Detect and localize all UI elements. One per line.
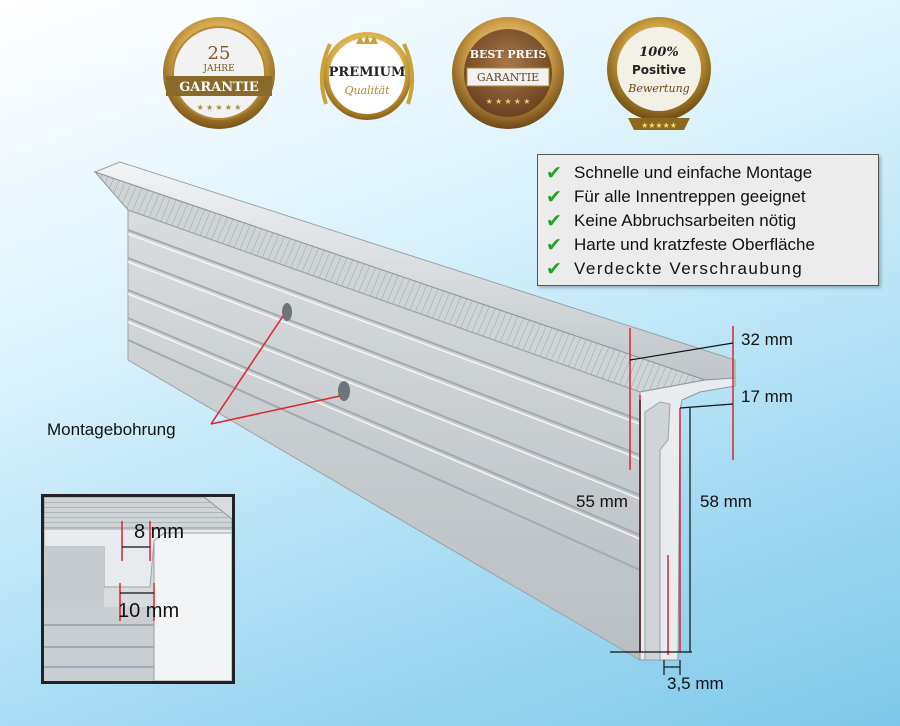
feature-item: ✔ Verdeckte Verschraubung [546,257,870,281]
badge-quality-text: Qualität [344,84,390,97]
check-icon: ✔ [546,258,562,280]
svg-text:★ ★ ★ ★ ★: ★ ★ ★ ★ ★ [486,97,531,106]
feature-text: Schnelle und einfache Montage [574,163,813,182]
svg-text:★ ★ ★ ★ ★: ★ ★ ★ ★ ★ [197,103,242,112]
badge-best-price-text: BEST PREIS [470,48,547,61]
badge-guarantee-text: GARANTIE [179,80,259,95]
mounting-hole-label: Montagebohrung [47,420,176,439]
mounting-hole-2 [338,381,350,401]
positive-rating-badge: 100% Positive Bewertung ★★★★★ [600,14,718,138]
badge-guarantee-text-2: GARANTIE [477,71,539,84]
badge-years-label: JAHRE [202,64,234,74]
dimension-58mm: 58 mm [700,492,752,511]
dimension-10mm: 10 mm [118,600,180,622]
dimension-3-5mm: 3,5 mm [667,674,724,693]
badge-positive-text: Positive [632,63,686,77]
inset-drawing [44,497,232,681]
features-box: ✔ Schnelle und einfache Montage ✔ Für alle… [537,154,879,286]
measure-lines [610,342,734,675]
crown-icon [356,34,378,44]
check-icon: ✔ [546,234,562,256]
badge-years: 25 [208,43,231,64]
badge-percent-text: 100% [639,45,679,60]
best-price-badge: BEST PREIS GARANTIE ★ ★ ★ ★ ★ [449,14,567,132]
feature-item: ✔ Für alle Innentreppen geeignet [546,185,870,209]
check-icon: ✔ [546,162,562,184]
mounting-hole-1 [282,303,292,321]
feature-text: Harte und kratzfeste Oberfläche [574,235,815,254]
dimension-55mm: 55 mm [576,492,628,511]
dimension-8mm: 8 mm [134,521,184,543]
dimension-32mm: 32 mm [741,330,793,349]
feature-item: ✔ Schnelle und einfache Montage [546,161,870,185]
dimension-17mm: 17 mm [741,387,793,406]
feature-text: Für alle Innentreppen geeignet [574,187,806,206]
guarantee-badge: 25 JAHRE GARANTIE ★ ★ ★ ★ ★ [160,14,278,132]
detail-inset: 8 mm 10 mm [41,494,235,684]
mounting-leader-lines [210,315,341,425]
check-icon: ✔ [546,186,562,208]
check-icon: ✔ [546,210,562,232]
feature-text: Verdeckte Verschraubung [574,259,804,278]
feature-text: Keine Abbruchsarbeiten nötig [574,211,797,230]
feature-item: ✔ Keine Abbruchsarbeiten nötig [546,209,870,233]
feature-item: ✔ Harte und kratzfeste Oberfläche [546,233,870,257]
svg-text:★★★★★: ★★★★★ [641,121,677,130]
premium-badge: PREMIUM Qualität [308,14,426,132]
badge-rating-text: Bewertung [627,82,689,95]
badge-premium-text: PREMIUM [329,65,406,80]
